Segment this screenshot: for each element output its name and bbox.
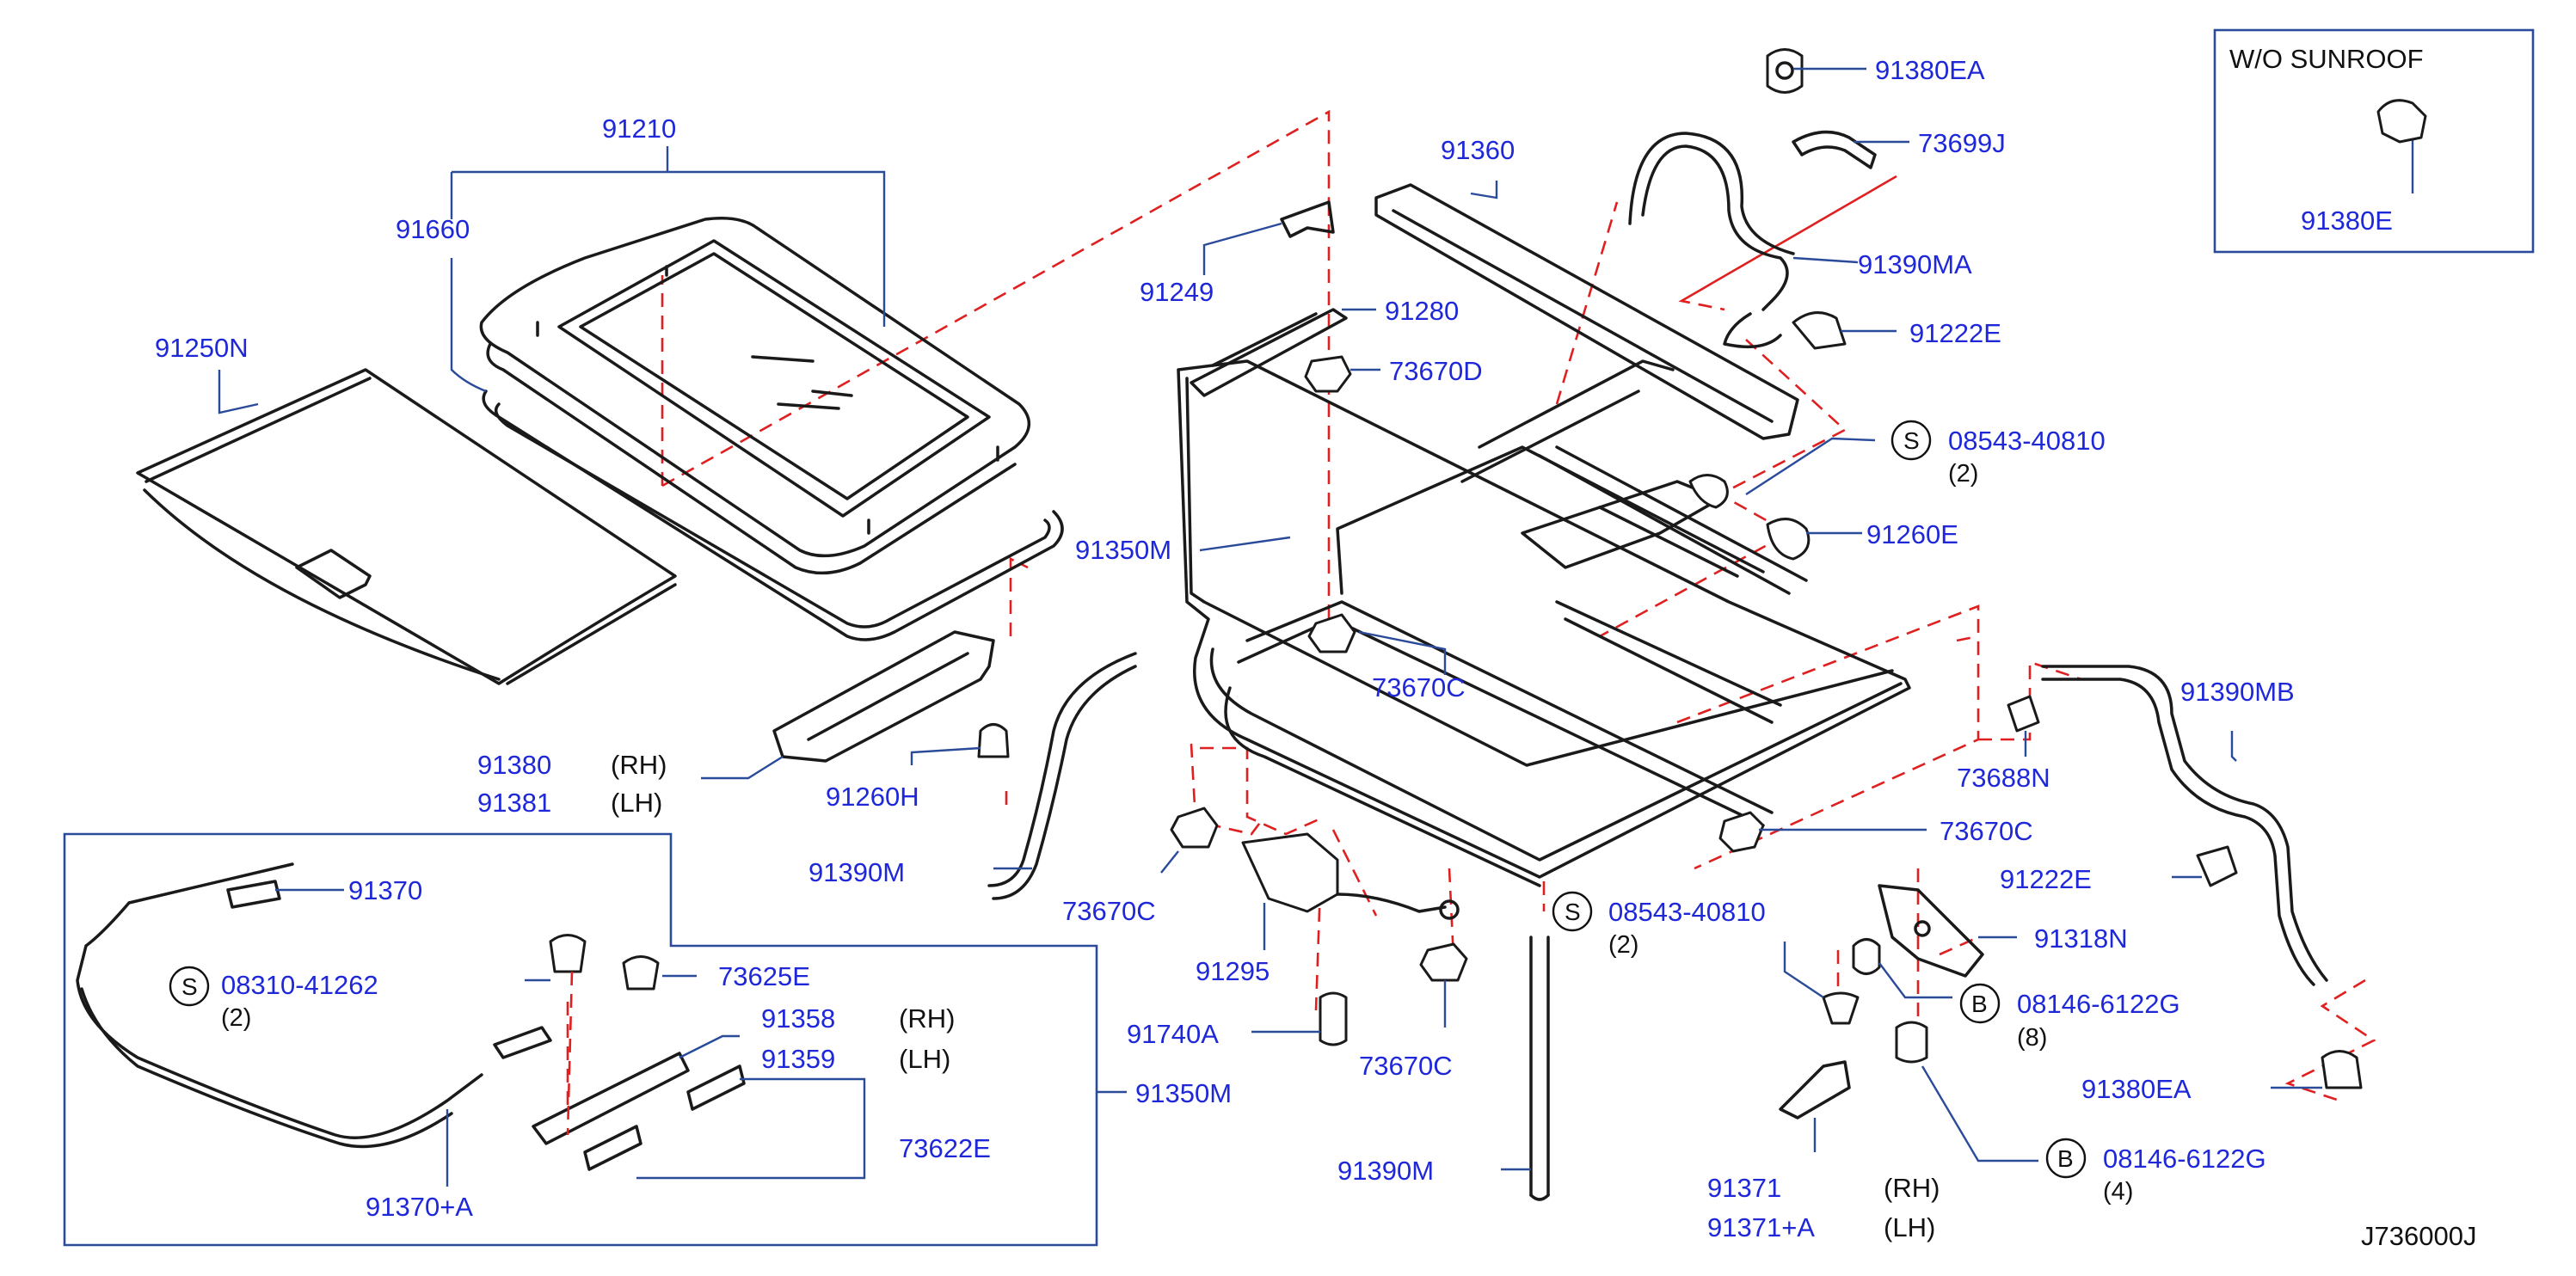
- inset-part-91380E: 91380E: [2301, 206, 2393, 236]
- b-symbol-a: B: [1971, 991, 1988, 1017]
- wind-deflector: [1374, 183, 1799, 440]
- label-91381-side: (LH): [611, 788, 662, 818]
- label-91222E-a: 91222E: [1909, 318, 2001, 348]
- label-08543-b: 08543-40810: [1608, 897, 1766, 927]
- bracket-91318N: [1878, 884, 1984, 978]
- inset-91358-side: (RH): [899, 1003, 955, 1034]
- label-91295: 91295: [1196, 956, 1270, 986]
- label-91390MA: 91390MA: [1858, 249, 1972, 279]
- glass-lid-assembly: [479, 217, 1064, 641]
- bolt-08146-b: [1895, 1021, 1928, 1064]
- label-91210: 91210: [602, 113, 676, 144]
- label-08146-a-qty: (8): [2017, 1024, 2047, 1052]
- clip-91222E-right: [2196, 845, 2238, 887]
- label-91260E: 91260E: [1866, 519, 1958, 549]
- label-73688N: 73688N: [1957, 763, 2050, 793]
- label-91660: 91660: [396, 214, 470, 244]
- label-08543-a: 08543-40810: [1948, 426, 2106, 456]
- inset-73622E: 73622E: [899, 1133, 991, 1163]
- screw-91740A: [1319, 991, 1348, 1046]
- s-symbol-a: S: [1903, 427, 1920, 454]
- label-73670C-c: 73670C: [1359, 1051, 1453, 1081]
- screw-08543-b: [1822, 991, 1860, 1025]
- label-91380-side: (RH): [611, 750, 667, 780]
- connector-73699J: [1792, 130, 1877, 169]
- label-91371: 91371: [1707, 1173, 1781, 1203]
- nut-73670C-right: [1718, 811, 1765, 853]
- inset-91358: 91358: [761, 1003, 835, 1034]
- inset-headlining-detail: 91370 S 08310-41262 (2) 73625E 91358 (RH…: [63, 832, 1232, 1247]
- label-91371A-side: (LH): [1884, 1212, 1935, 1242]
- label-91390M-a: 91390M: [808, 857, 905, 887]
- label-91381: 91381: [477, 788, 551, 818]
- inset-91350M: 91350M: [1135, 1078, 1232, 1108]
- grommet-91260H: [977, 723, 1010, 758]
- label-91350M-top: 91350M: [1075, 535, 1171, 565]
- nut-73670C-center: [1307, 613, 1356, 653]
- label-08146-a: 08146-6122G: [2017, 989, 2180, 1019]
- label-91249: 91249: [1140, 277, 1214, 307]
- inset-91370A: 91370+A: [366, 1192, 473, 1222]
- nut-73670C-low: [1419, 942, 1468, 982]
- bolt-08146-a: [1852, 938, 1881, 975]
- label-73699J: 73699J: [1918, 128, 2006, 158]
- label-91390M-b: 91390M: [1337, 1156, 1434, 1186]
- link-91371: [1779, 1060, 1851, 1120]
- diagram-id: J736000J: [2361, 1221, 2476, 1251]
- clip-91380EA-bottom: [2321, 1050, 2363, 1089]
- motor-91295: [1241, 832, 1460, 920]
- inset-91359: 91359: [761, 1044, 835, 1074]
- drain-hose-rear-left-91390MA: [1628, 132, 1795, 349]
- label-91360: 91360: [1441, 135, 1515, 165]
- inset-91359-side: (LH): [899, 1044, 950, 1074]
- label-91260H: 91260H: [826, 782, 919, 812]
- label-73670C-b: 73670C: [1062, 896, 1156, 926]
- nut-73670D: [1304, 355, 1352, 393]
- label-91740A: 91740A: [1127, 1019, 1219, 1049]
- label-91318N: 91318N: [2034, 923, 2128, 954]
- hidden-lines: [566, 109, 2376, 1105]
- label-91390MB: 91390MB: [2180, 677, 2295, 707]
- drain-hose-rear-right-91390MB: [2041, 665, 2328, 986]
- sunshade-panel: [136, 368, 677, 685]
- bracket-91249: [1280, 200, 1335, 238]
- label-91280: 91280: [1385, 296, 1459, 326]
- label-73670C-d: 73670C: [1940, 816, 2033, 846]
- label-91380EA-a: 91380EA: [1875, 55, 1985, 85]
- clip-91380EA-top: [1766, 48, 1804, 94]
- label-08146-b: 08146-6122G: [2103, 1144, 2266, 1174]
- label-08146-b-qty: (4): [2103, 1178, 2133, 1205]
- label-91380: 91380: [477, 750, 551, 780]
- s-symbol-inset: S: [181, 973, 198, 1000]
- inset-91370: 91370: [348, 875, 422, 905]
- clip-73688N: [2007, 695, 2040, 733]
- grommet-91260E: [1688, 474, 1811, 561]
- part-labels: 91210 91660 91250N 91249 91360 91280 736…: [155, 55, 2476, 1251]
- drain-hose-front-vertical: [1529, 936, 1550, 1201]
- sunroof-frame: [1177, 359, 1911, 887]
- clip-91222E-top: [1792, 311, 1847, 350]
- inset-73625E: 73625E: [718, 961, 810, 991]
- label-08543-a-qty: (2): [1948, 460, 1978, 488]
- label-91371-side: (RH): [1884, 1173, 1940, 1203]
- label-91380EA-b: 91380EA: [2081, 1074, 2192, 1104]
- inset-title: W/O SUNROOF: [2229, 44, 2424, 74]
- label-73670D: 73670D: [1389, 356, 1483, 386]
- label-91371A: 91371+A: [1707, 1212, 1815, 1242]
- b-symbol-b: B: [2057, 1145, 2074, 1172]
- label-91222E-b: 91222E: [2000, 864, 2092, 894]
- label-91250N: 91250N: [155, 333, 249, 363]
- label-73670C-a: 73670C: [1372, 672, 1466, 702]
- inset-without-sunroof: W/O SUNROOF 91380E: [2213, 28, 2535, 254]
- nut-73670C-left: [1170, 807, 1219, 849]
- leader-lines: [218, 67, 2414, 1171]
- s-symbol-b: S: [1565, 899, 1581, 925]
- inset-08310-qty: (2): [221, 1004, 251, 1032]
- drain-hose-front-left: [987, 652, 1137, 900]
- label-08543-b-qty: (2): [1608, 931, 1638, 959]
- guide-rail-91380: [772, 630, 995, 763]
- inset-08310: 08310-41262: [221, 970, 378, 1000]
- deflector-bracket-91280: [1190, 308, 1348, 397]
